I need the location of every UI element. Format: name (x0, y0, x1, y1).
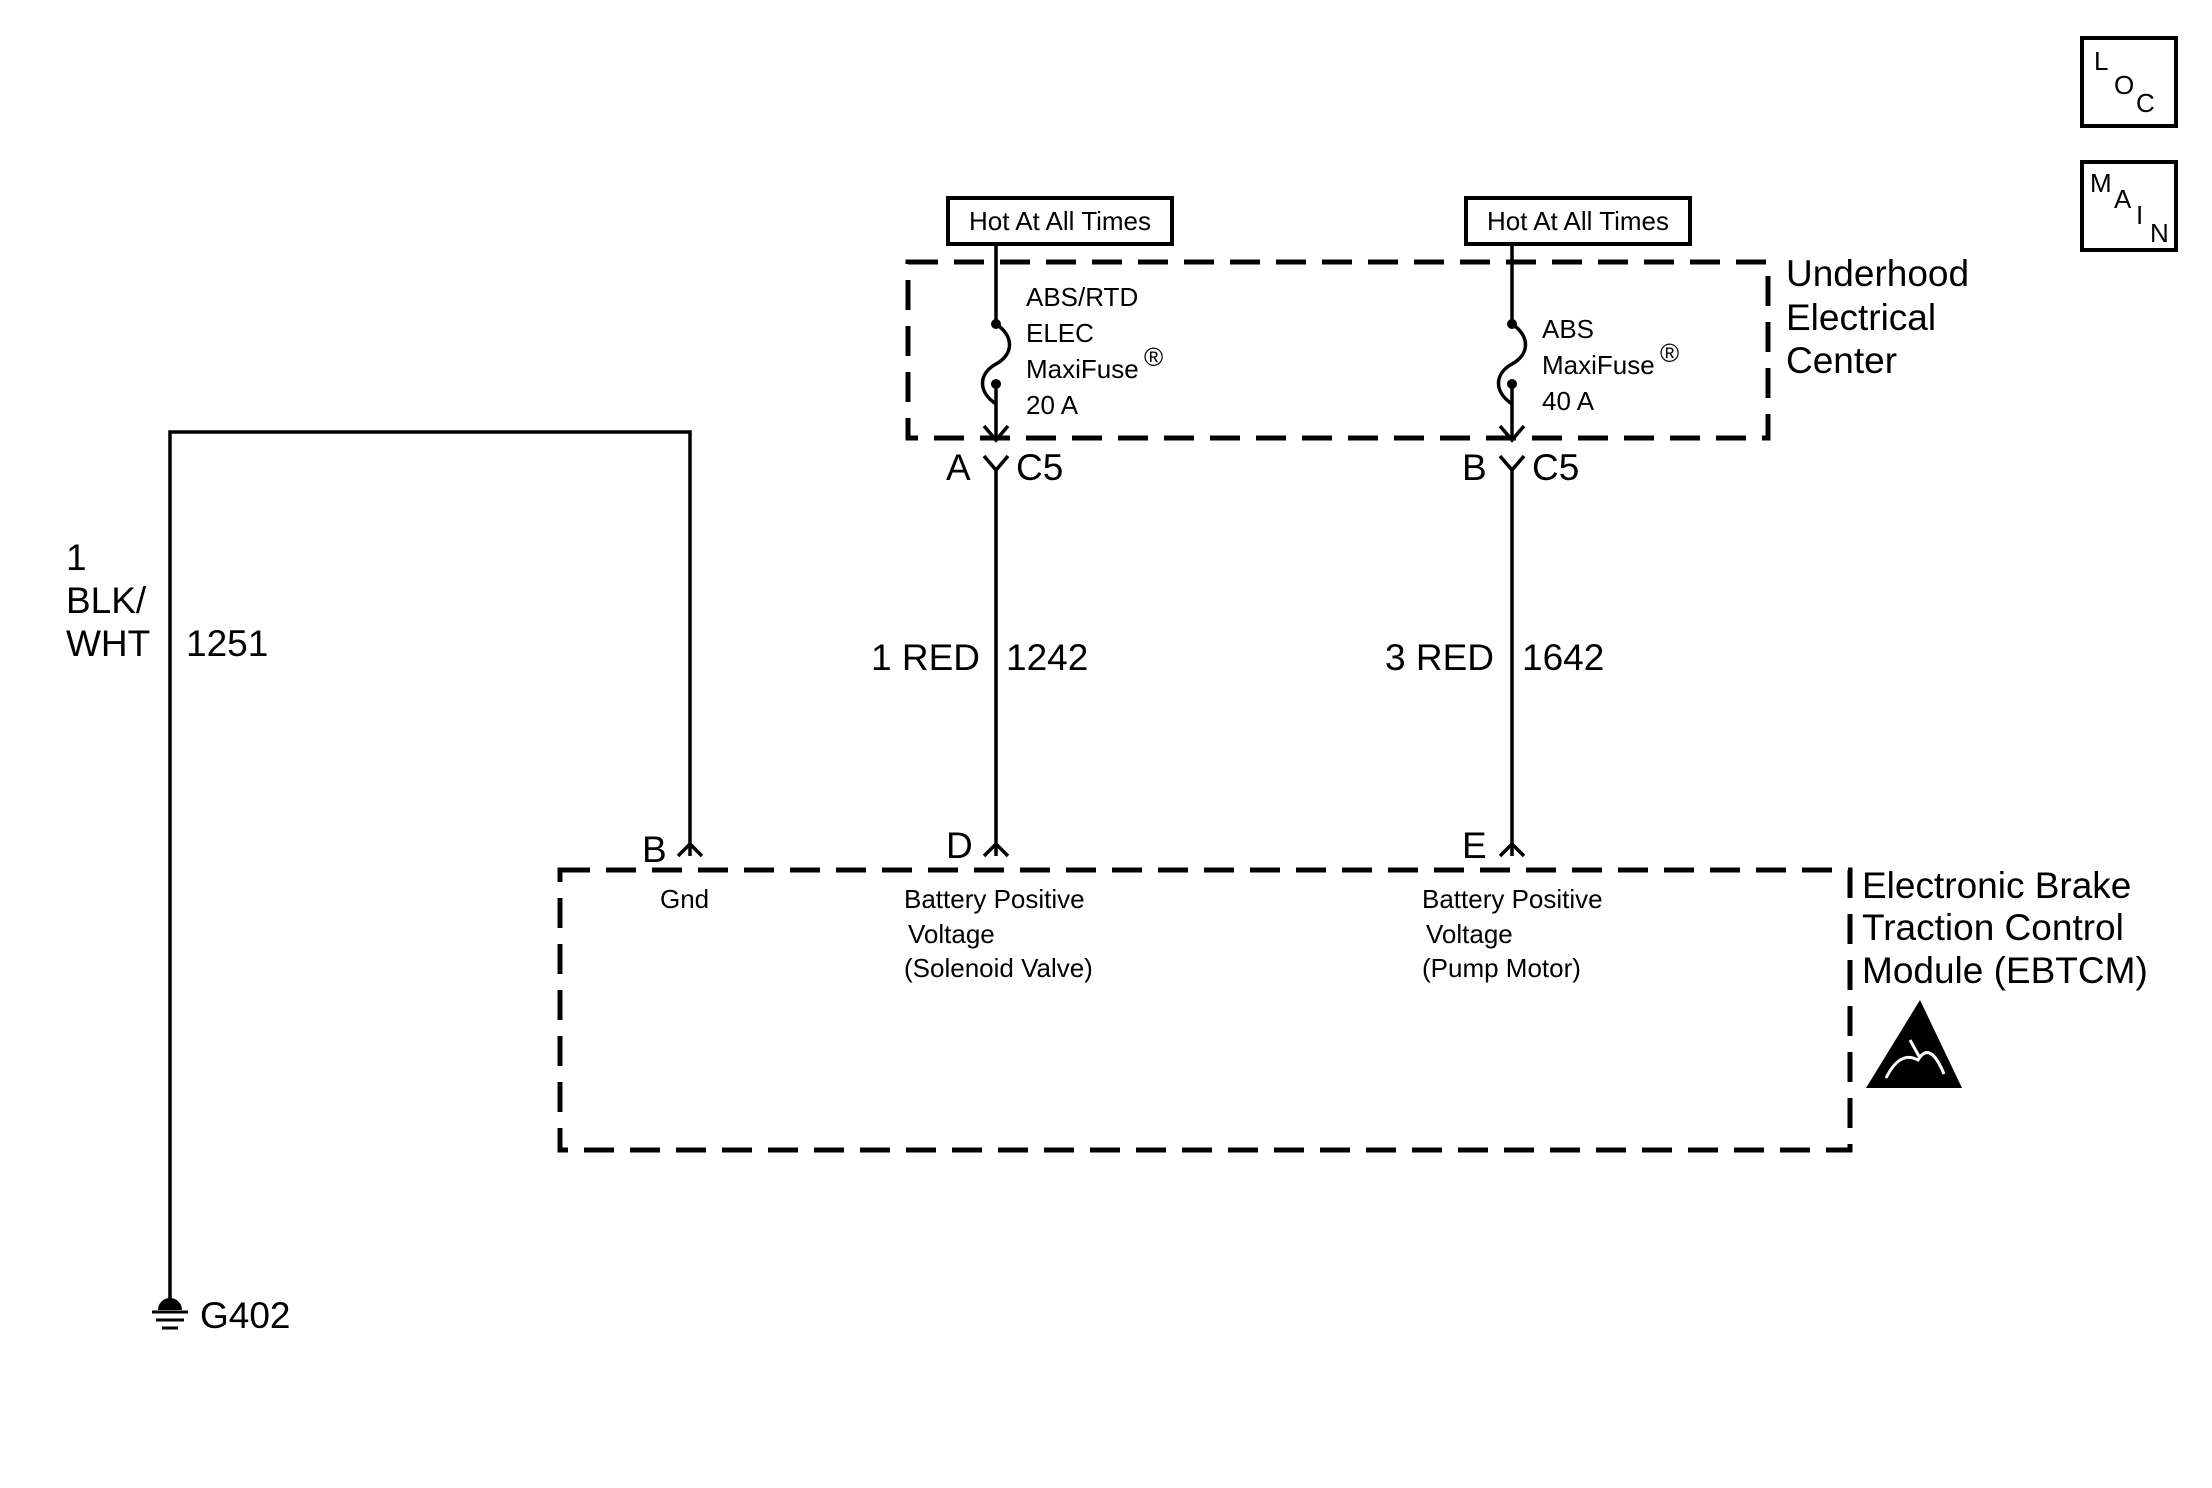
ebtcm-title: Electronic Brake Traction Control Module… (1862, 865, 2148, 991)
svg-text:Voltage: Voltage (908, 919, 995, 949)
svg-text:B: B (1462, 447, 1487, 488)
loc-button[interactable]: L O C (2080, 36, 2178, 128)
loc-letter-1: L (2094, 46, 2108, 76)
loc-letter-3: C (2136, 88, 2155, 118)
svg-text:BLK/: BLK/ (66, 580, 147, 621)
svg-text:1242: 1242 (1006, 637, 1088, 678)
fuse-left (980, 244, 1012, 443)
main-letter-4: N (2150, 218, 2169, 248)
pin-e-description: Battery Positive Voltage (Pump Motor) (1422, 884, 1603, 983)
module-pin-d: D (946, 825, 1010, 866)
connector-c5-pin-b: B C5 (1462, 447, 1579, 488)
svg-text:Electronic Brake: Electronic Brake (1862, 865, 2131, 906)
svg-text:Battery Positive: Battery Positive (1422, 884, 1603, 914)
wire-1251-label: 1 BLK/ WHT 1251 (66, 537, 268, 664)
svg-text:Center: Center (1786, 340, 1897, 381)
loc-letter-2: O (2114, 70, 2134, 100)
pin-b-description: Gnd (660, 884, 709, 914)
svg-text:WHT: WHT (66, 623, 150, 664)
module-pin-b: B (642, 829, 704, 870)
registered-mark: ® (1144, 342, 1163, 372)
svg-text:B: B (642, 829, 667, 870)
esd-warning-icon (1866, 1000, 1962, 1088)
svg-text:20 A: 20 A (1026, 390, 1079, 420)
svg-text:A: A (946, 447, 971, 488)
fuse-right-label: ABS MaxiFuse ® 40 A (1542, 314, 1679, 416)
main-letter-2: A (2114, 184, 2132, 214)
svg-text:Module (EBTCM): Module (EBTCM) (1862, 950, 2148, 991)
svg-text:1: 1 (66, 537, 87, 578)
fuse-right (1496, 244, 1528, 443)
svg-text:3 RED: 3 RED (1385, 637, 1494, 678)
svg-text:ELEC: ELEC (1026, 318, 1094, 348)
svg-text:Electrical: Electrical (1786, 297, 1936, 338)
svg-text:1642: 1642 (1522, 637, 1604, 678)
wire-1242-label: 1 RED 1242 (871, 637, 1088, 678)
svg-text:E: E (1462, 825, 1487, 866)
hot-label-left: Hot At All Times (969, 206, 1151, 236)
svg-text:Battery Positive: Battery Positive (904, 884, 1085, 914)
svg-text:Gnd: Gnd (660, 884, 709, 914)
svg-text:40 A: 40 A (1542, 386, 1595, 416)
hot-at-all-times-left: Hot At All Times (946, 196, 1174, 246)
svg-text:ABS/RTD: ABS/RTD (1026, 282, 1138, 312)
module-pin-e: E (1462, 825, 1526, 866)
main-letter-1: M (2090, 168, 2112, 198)
svg-text:(Pump Motor): (Pump Motor) (1422, 953, 1581, 983)
ebtcm-module-box (557, 867, 1853, 1153)
svg-text:(Solenoid Valve): (Solenoid Valve) (904, 953, 1093, 983)
svg-text:Voltage: Voltage (1426, 919, 1513, 949)
wire-1642-label: 3 RED 1642 (1385, 637, 1604, 678)
fuse-left-label: ABS/RTD ELEC MaxiFuse ® 20 A (1026, 282, 1163, 420)
svg-text:MaxiFuse: MaxiFuse (1026, 354, 1139, 384)
hot-at-all-times-right: Hot At All Times (1464, 196, 1692, 246)
svg-text:Underhood: Underhood (1786, 253, 1969, 294)
connector-c5-pin-a: A C5 (946, 447, 1063, 488)
svg-text:D: D (946, 825, 973, 866)
registered-mark: ® (1660, 338, 1679, 368)
svg-text:Traction Control: Traction Control (1862, 907, 2124, 948)
ground-label: G402 (200, 1295, 291, 1336)
underhood-title: Underhood Electrical Center (1786, 253, 1969, 381)
svg-text:1251: 1251 (186, 623, 268, 664)
main-letter-3: I (2136, 200, 2143, 230)
svg-text:MaxiFuse: MaxiFuse (1542, 350, 1655, 380)
svg-text:C5: C5 (1532, 447, 1579, 488)
wire-1251 (168, 430, 692, 1310)
pin-d-description: Battery Positive Voltage (Solenoid Valve… (904, 884, 1093, 983)
underhood-electrical-center-box (905, 259, 1771, 441)
main-button[interactable]: M A I N (2080, 160, 2178, 252)
ground-symbol-g402: G402 (152, 1295, 291, 1336)
hot-label-right: Hot At All Times (1487, 206, 1669, 236)
svg-text:C5: C5 (1016, 447, 1063, 488)
svg-text:1 RED: 1 RED (871, 637, 980, 678)
svg-text:ABS: ABS (1542, 314, 1594, 344)
